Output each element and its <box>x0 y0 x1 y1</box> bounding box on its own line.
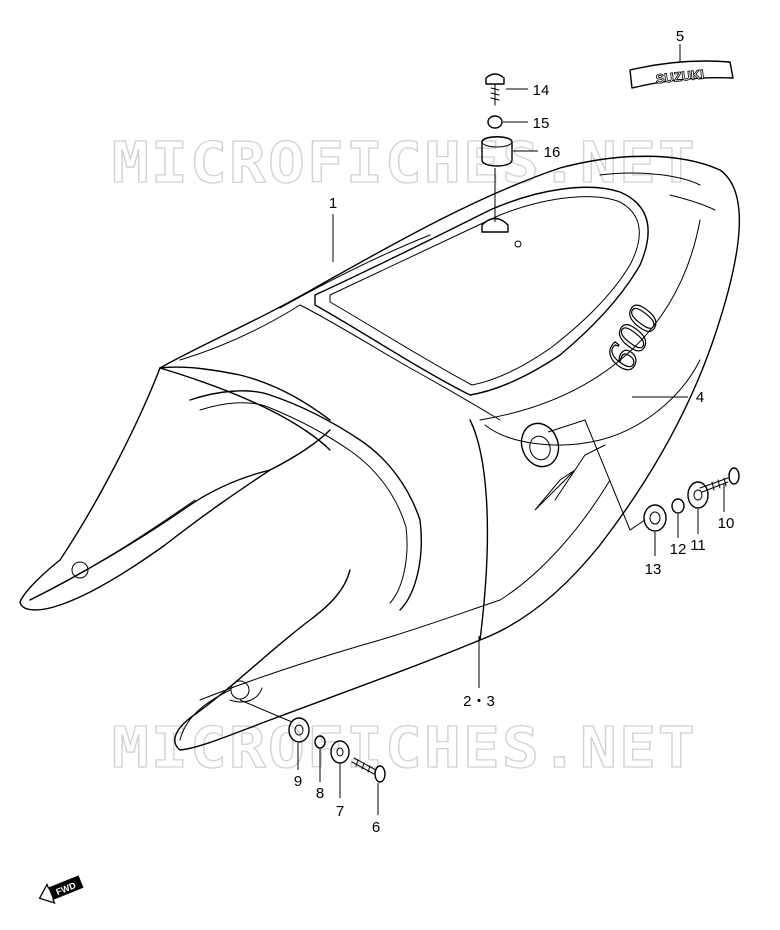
callout-2-3: 2・3 <box>463 693 495 710</box>
cowl-side-grommet <box>520 422 560 468</box>
top-mount-boss <box>481 217 509 233</box>
callout-5: 5 <box>676 28 684 45</box>
part-14-screw <box>485 73 505 106</box>
watermark-bottom: MICROFICHES.NET <box>112 716 697 781</box>
part-15-nut <box>487 115 503 129</box>
part-8-collar <box>314 735 326 749</box>
cowl-600-badge: 600 <box>594 297 669 379</box>
part-7-washer <box>330 740 350 764</box>
callout-12: 12 <box>670 541 687 558</box>
watermark-top: MICROFICHES.NET <box>112 131 697 196</box>
callout-11: 11 <box>690 537 706 554</box>
callout-8: 8 <box>316 785 324 802</box>
leader-lines <box>239 88 725 815</box>
callout-10: 10 <box>718 515 735 532</box>
part-12-collar <box>671 498 685 514</box>
callout-9: 9 <box>294 773 302 790</box>
callout-15: 15 <box>533 115 550 132</box>
callout-1: 1 <box>329 195 337 212</box>
emblem-text: SUZUKI <box>655 67 705 87</box>
callout-14: 14 <box>533 82 550 99</box>
seat-tail-cowl <box>19 155 740 751</box>
part-16-cushion <box>481 136 513 167</box>
fwd-arrow-icon: FWD <box>38 875 84 905</box>
callout-16: 16 <box>544 144 561 161</box>
callout-labels: 1 2・3 4 5 6 7 8 9 10 11 12 13 14 15 16 <box>294 28 735 836</box>
part-5-suzuki-emblem: SUZUKI <box>629 60 734 89</box>
part-11-washer <box>687 481 709 509</box>
callout-7: 7 <box>336 803 344 820</box>
callout-13: 13 <box>645 561 662 578</box>
badge-600-text: 600 <box>595 298 669 379</box>
part-10-screw <box>699 467 740 493</box>
part-6-screw <box>351 757 386 783</box>
part-13-grommet <box>643 504 667 532</box>
callout-6: 6 <box>372 819 380 836</box>
part-9-grommet <box>288 717 310 743</box>
callout-4: 4 <box>696 389 704 406</box>
